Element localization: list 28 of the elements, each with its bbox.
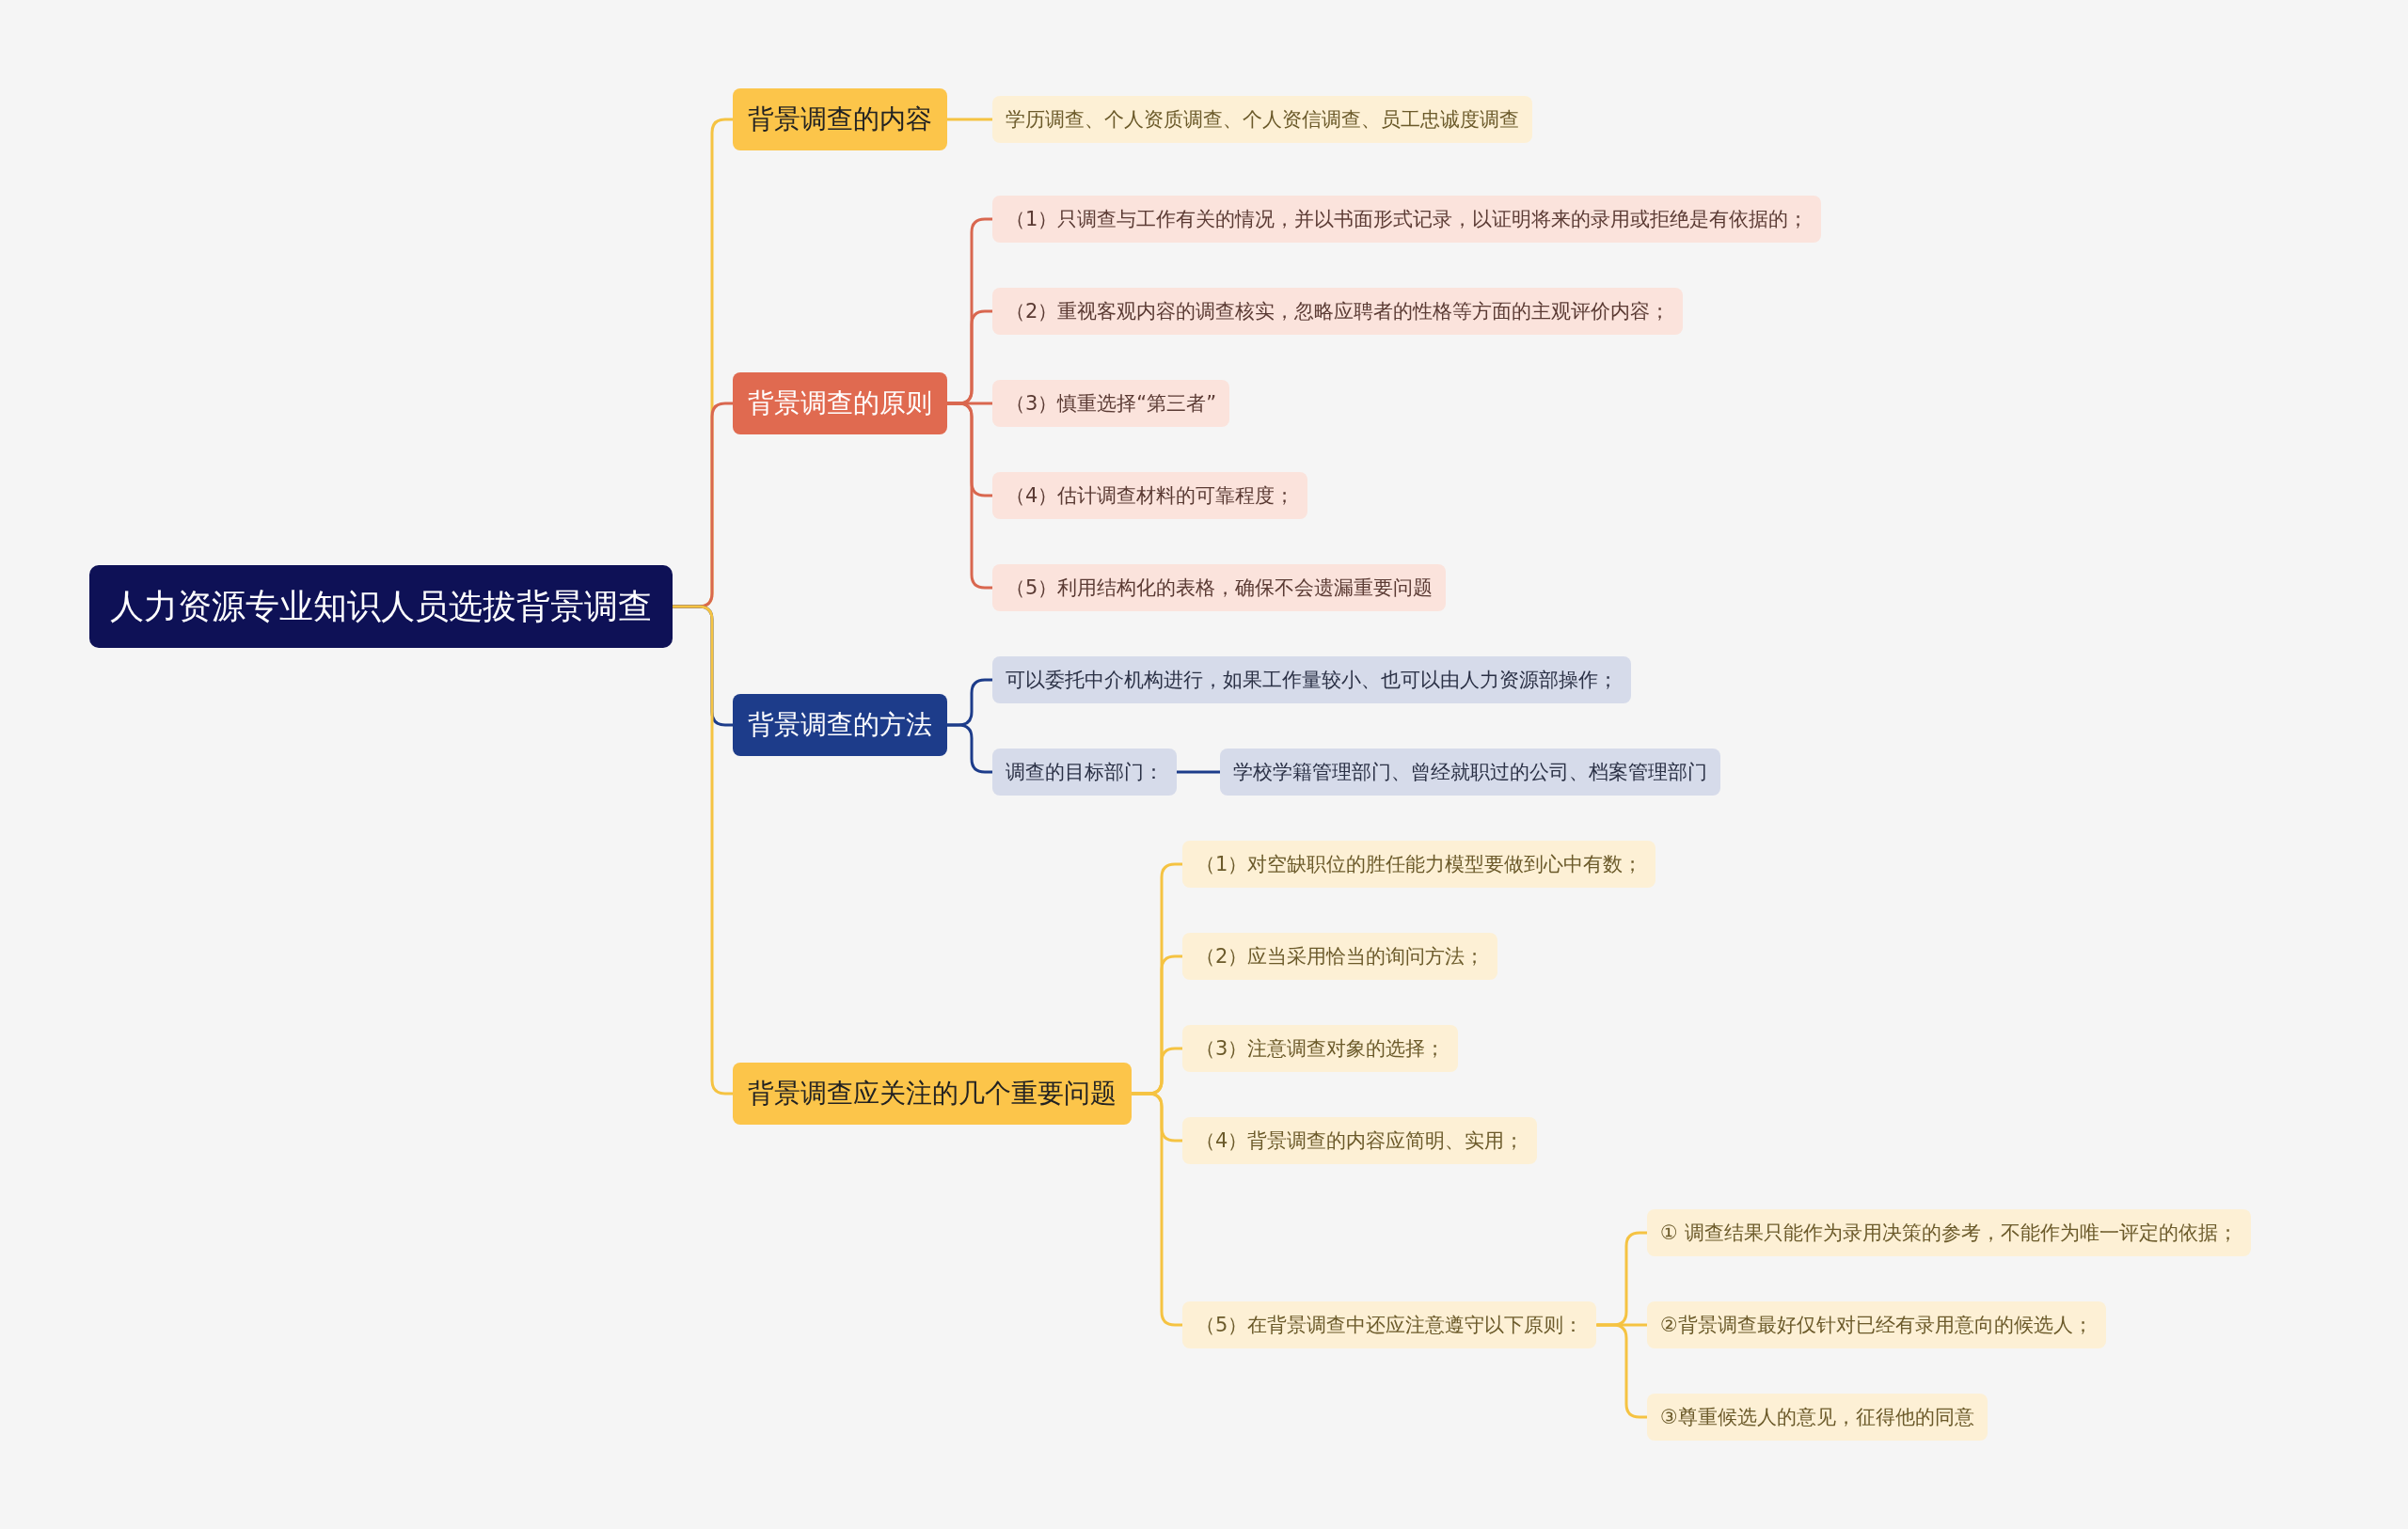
subtopic-box: （5）利用结构化的表格，确保不会遗漏重要问题 (992, 564, 1447, 611)
connector-line (947, 118, 992, 121)
subtopic-box: （2）重视客观内容的调查核实，忽略应聘者的性格等方面的主观评价内容； (992, 288, 1684, 335)
subtopic-box: ③尊重候选人的意见，征得他的同意 (1647, 1394, 1988, 1441)
topic-box: 背景调查的方法 (733, 694, 947, 756)
topic-box: 背景调查应关注的几个重要问题 (733, 1063, 1132, 1125)
subtopic-box: 学校学籍管理部门、曾经就职过的公司、档案管理部门 (1220, 749, 1720, 796)
connector-line (1177, 770, 1220, 774)
subtopic-box: （3）慎重选择“第三者” (992, 380, 1230, 427)
subtopic-box: 可以委托中介机构进行，如果工作量较小、也可以由人力资源部操作； (992, 656, 1631, 703)
central-topic-box: 人力资源专业知识人员选拔背景调查 (89, 565, 673, 648)
subtopic-box: （5）在背景调查中还应注意遵守以下原则： (1182, 1301, 1597, 1348)
connector-line (1596, 1323, 1647, 1419)
connector-line (673, 605, 733, 1096)
subtopic-box: （2）应当采用恰当的询问方法； (1182, 933, 1498, 980)
connector-line (1132, 1092, 1182, 1327)
subtopic-box: （3）注意调查对象的选择； (1182, 1025, 1459, 1072)
connector-line (947, 402, 992, 590)
subtopic-box: 学历调查、个人资质调查、个人资信调查、员工忠诚度调查 (992, 96, 1532, 143)
subtopic-box: （1）只调查与工作有关的情况，并以书面形式记录，以证明将来的录用或拒绝是有依据的； (992, 196, 1822, 243)
subtopic-box: 调查的目标部门： (992, 749, 1177, 796)
subtopic-box: （4）背景调查的内容应简明、实用； (1182, 1117, 1538, 1164)
topic-box: 背景调查的原则 (733, 372, 947, 434)
subtopic-box: （4）估计调查材料的可靠程度； (992, 472, 1308, 519)
topic-box: 背景调查的内容 (733, 88, 947, 150)
subtopic-box: ① 调查结果只能作为录用决策的参考，不能作为唯一评定的依据； (1647, 1209, 2251, 1256)
subtopic-box: （1）对空缺职位的胜任能力模型要做到心中有数； (1182, 841, 1656, 888)
subtopic-box: ②背景调查最好仅针对已经有录用意向的候选人； (1647, 1301, 2106, 1348)
